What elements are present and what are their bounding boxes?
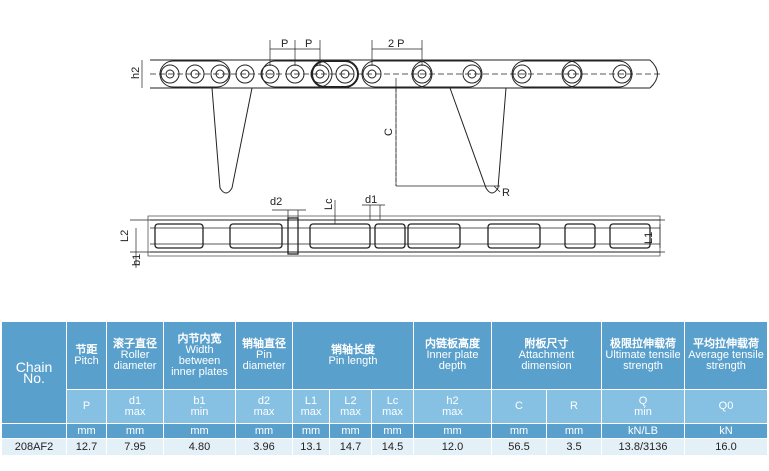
label-2p: 2 P — [388, 38, 405, 50]
label-lc: Lc — [323, 198, 335, 210]
unit-h2: mm — [413, 423, 492, 439]
cell-l1: 13.1 — [292, 438, 330, 456]
cell-c: 56.5 — [491, 438, 547, 456]
cell-d1: 7.95 — [106, 438, 164, 456]
header-chain-no: Chain No. — [1, 321, 67, 424]
label-b1: b1 — [131, 254, 143, 266]
label-l1: L1 — [643, 232, 655, 244]
label-p2: P — [305, 38, 312, 50]
unit-r: mm — [546, 423, 602, 439]
table-row: 208AF2 12.7 7.95 4.80 3.96 13.1 14.7 14.… — [1, 438, 768, 456]
cell-l2: 14.7 — [329, 438, 372, 456]
cell-r: 3.5 — [546, 438, 602, 456]
cell-q: 13.8/3136 — [601, 438, 685, 456]
unit-l2: mm — [329, 423, 372, 439]
unit-d1: mm — [106, 423, 164, 439]
symbol-q0: Q0 — [684, 389, 768, 424]
chain-technical-drawing: P P 2 P h2 C R d2 Lc d1 L2 b1 L1 — [119, 38, 665, 268]
unit-d2: mm — [235, 423, 293, 439]
label-l2: L2 — [119, 230, 131, 242]
label-r: R — [502, 187, 510, 199]
cell-q0: 16.0 — [684, 438, 768, 456]
unit-c: mm — [491, 423, 547, 439]
symbol-p: P — [66, 389, 107, 424]
symbol-c: C — [491, 389, 547, 424]
unit-l1: mm — [292, 423, 330, 439]
cell-lc: 14.5 — [371, 438, 414, 456]
cell-b1: 4.80 — [163, 438, 236, 456]
label-d2: d2 — [270, 196, 282, 208]
unit-chain-no — [1, 423, 67, 439]
unit-lc: mm — [371, 423, 414, 439]
label-d1: d1 — [365, 194, 377, 206]
unit-b1: mm — [163, 423, 236, 439]
symbol-r: R — [546, 389, 602, 424]
unit-q0: kN — [684, 423, 768, 439]
unit-q: kN/LB — [601, 423, 685, 439]
label-c: C — [383, 128, 395, 136]
cell-p: 12.7 — [66, 438, 107, 456]
cell-h2: 12.0 — [413, 438, 492, 456]
label-p1: P — [281, 38, 288, 50]
label-h2: h2 — [130, 67, 142, 79]
cell-chain: 208AF2 — [1, 438, 67, 456]
unit-p: mm — [66, 423, 107, 439]
cell-d2: 3.96 — [235, 438, 293, 456]
